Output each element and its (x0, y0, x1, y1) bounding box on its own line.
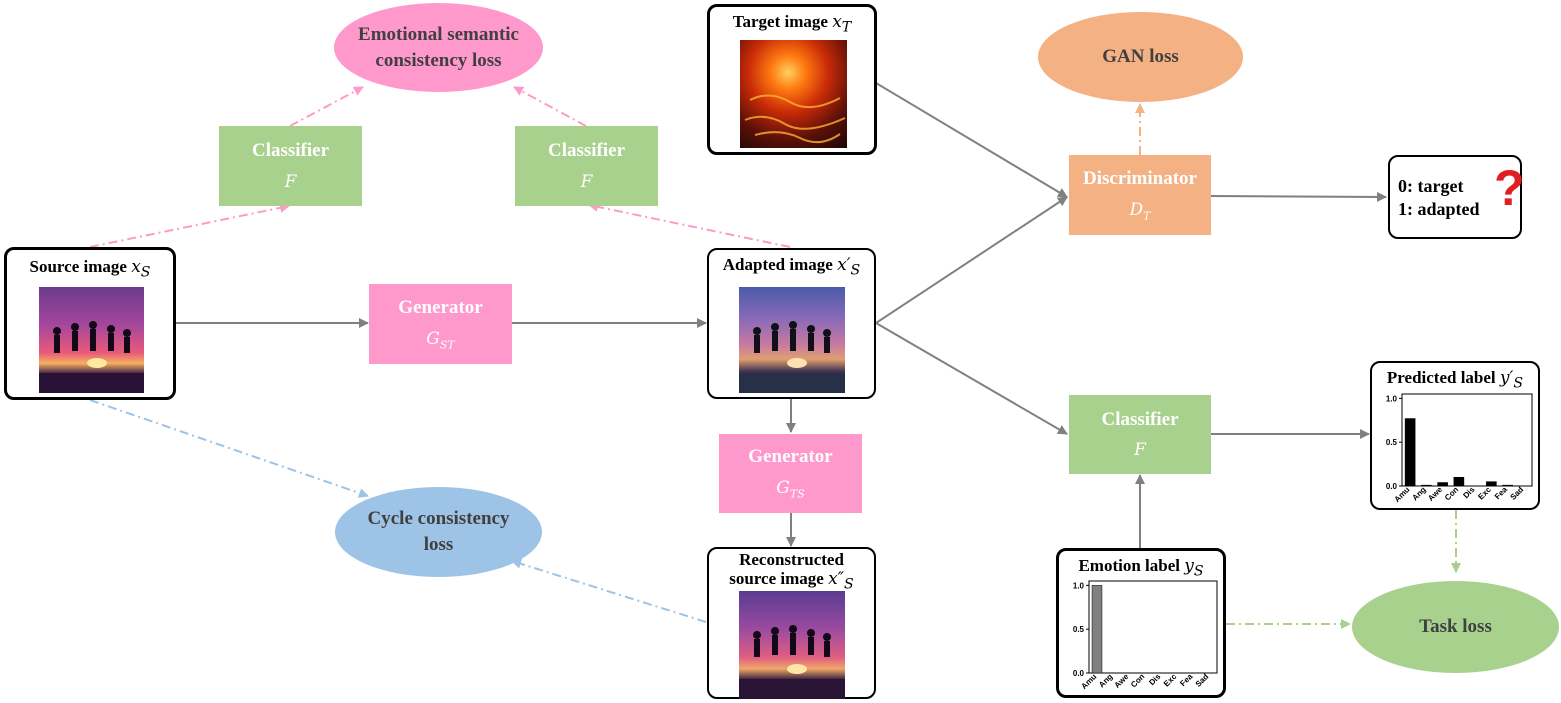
emotion-label-title: Emotion label yS (1078, 556, 1204, 580)
chart-frame (1401, 393, 1533, 487)
reconstructed-image-silhouettes (739, 625, 845, 699)
emotional-loss-line2: consistency loss (375, 49, 502, 71)
bar-exc (1486, 481, 1497, 487)
adapted-image-title: Adapted image x′S (722, 255, 861, 279)
generator-st-symbol: GST (426, 328, 455, 352)
classifier-left-label: Classifier (251, 140, 330, 162)
y-tick-label: 1.0 (1073, 581, 1085, 590)
classifier-right: Classifier F (515, 126, 658, 206)
arrow-target-to-discriminator (875, 82, 1068, 198)
reconstructed-image-photo (739, 591, 845, 699)
source-image-silhouettes (39, 321, 144, 393)
question-mark-icon: ? (1494, 160, 1525, 216)
classifier-right-symbol: F (580, 171, 593, 192)
cycle-loss-line1: Cycle consistency (367, 508, 510, 530)
target-image-title: Target image xT (732, 12, 852, 36)
chart-frame (1088, 580, 1218, 674)
classifier-main-label: Classifier (1101, 408, 1179, 430)
adapted-image-photo (739, 287, 845, 393)
generator-ts-label: Generator (748, 446, 833, 468)
arrow-classifier-left-to-emotional-loss (289, 86, 364, 127)
generator-ts: Generator GTS (719, 434, 862, 513)
classifier-left: Classifier F (219, 126, 362, 206)
bar-ang (1421, 484, 1432, 487)
cycle-consistency-loss: Cycle consistency loss (335, 487, 542, 577)
x-tick-label-con: Con (1129, 672, 1146, 689)
bar-fea (1502, 484, 1513, 487)
task-loss-label: Task loss (1419, 616, 1492, 638)
x-tick-label-sad: Sad (1509, 485, 1526, 502)
source-image-box: Source image xS (4, 247, 176, 400)
source-image-title: Source image xS (29, 257, 151, 281)
y-tick-label: 0.0 (1073, 669, 1085, 678)
source-image-photo (39, 287, 144, 393)
predicted-label-title: Predicted label y′S (1386, 368, 1524, 392)
generator-ts-symbol: GTS (776, 478, 805, 501)
discriminator-label: Discriminator (1083, 167, 1197, 189)
x-tick-label-ang: Ang (1097, 672, 1114, 689)
arrow-reconstructed-to-cycle-loss (511, 558, 707, 623)
emotional-loss-line1: Emotional semantic (358, 23, 519, 45)
adapted-image-silhouettes (739, 321, 845, 393)
x-tick-label-fea: Fea (1178, 672, 1195, 689)
classifier-main-symbol: F (1134, 440, 1146, 461)
x-tick-label-sad: Sad (1194, 672, 1211, 689)
arrow-source-to-cycle-loss (89, 399, 369, 498)
x-tick-label-con: Con (1443, 485, 1460, 502)
bar-amu (1404, 418, 1416, 487)
x-tick-label-dis: Dis (1147, 672, 1163, 688)
arrow-adapted-to-classifier-right (588, 201, 791, 248)
y-tick-label: 0.0 (1386, 482, 1398, 491)
x-tick-label-ang: Ang (1410, 485, 1427, 502)
bar-awe (1437, 482, 1448, 487)
bar-con (1453, 476, 1465, 487)
y-tick-label: 1.0 (1386, 394, 1398, 403)
generator-st: Generator GST (369, 284, 512, 364)
arrow-adapted-to-discriminator (875, 196, 1068, 324)
x-tick-label-exc: Exc (1476, 485, 1493, 502)
arrow-classifier-right-to-emotional-loss (513, 86, 587, 127)
generator-st-label: Generator (398, 296, 483, 318)
classifier-main: Classifier F (1069, 395, 1211, 474)
emotional-semantic-consistency-loss: Emotional semantic consistency loss (334, 3, 543, 92)
discriminator-output-text: 0: target 1: adapted (1398, 175, 1480, 222)
bar-amu (1091, 585, 1103, 674)
cycle-loss-line2: loss (423, 534, 454, 555)
target-image-box: Target image xT (707, 4, 877, 155)
discriminator: Discriminator DT (1069, 155, 1211, 235)
y-tick-label: 0.5 (1386, 438, 1398, 447)
x-tick-label-fea: Fea (1493, 485, 1510, 502)
arrow-adapted-to-classifier (875, 322, 1068, 435)
arrow-discriminator-to-output (1210, 191, 1387, 202)
output-line-target: 0: target (1398, 176, 1464, 196)
arrow-source-to-classifier-left (89, 202, 290, 248)
discriminator-symbol: DT (1129, 199, 1151, 223)
output-line-adapted: 1: adapted (1398, 199, 1480, 220)
discriminator-output-box: 0: target 1: adapted ? (1388, 155, 1525, 239)
x-tick-label-dis: Dis (1461, 485, 1477, 501)
gan-loss-label: GAN loss (1102, 46, 1179, 68)
classifier-left-symbol: F (284, 171, 297, 192)
task-loss: Task loss (1352, 581, 1559, 673)
x-tick-label-awe: Awe (1426, 485, 1444, 503)
x-tick-label-awe: Awe (1113, 672, 1131, 690)
reconstructed-image-title: Reconstructed source image x″S (729, 550, 854, 593)
reconstructed-image-box: Reconstructed source image x″S (707, 547, 876, 699)
target-image-lava (744, 94, 846, 144)
x-tick-label-exc: Exc (1162, 672, 1179, 689)
y-tick-label: 0.5 (1073, 625, 1085, 634)
classifier-right-label: Classifier (547, 140, 626, 162)
gan-loss: GAN loss (1038, 12, 1243, 102)
adapted-image-box: Adapted image x′S (707, 248, 876, 399)
target-image-photo (740, 40, 847, 148)
